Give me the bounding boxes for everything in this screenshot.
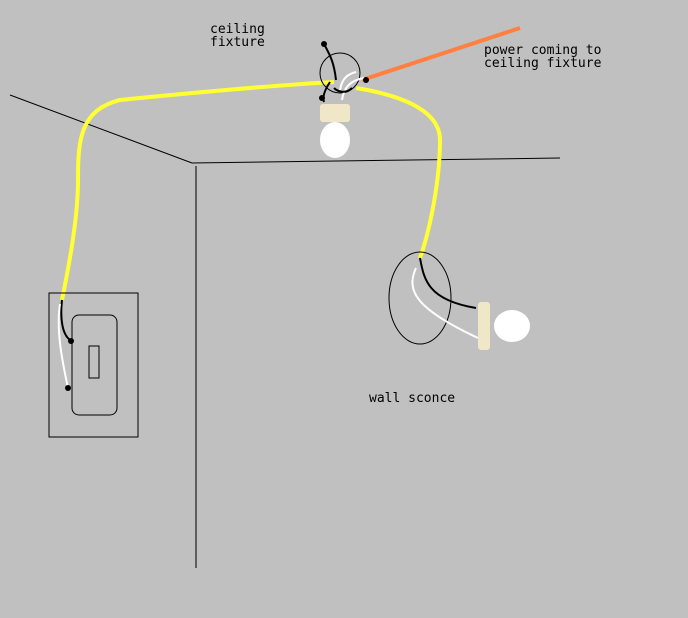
switch-box (48, 292, 139, 438)
switch-plate (71, 314, 118, 416)
ceiling-back-edge (191, 157, 561, 164)
wall-sconce-fixture (388, 251, 530, 350)
power-cable (361, 26, 521, 82)
wall-sconce-label: wall sconce (369, 391, 456, 406)
ceiling-white-wire-2 (341, 77, 365, 101)
ceiling-socket (320, 104, 350, 122)
switch-box-outline (48, 292, 139, 438)
switch-terminal-bottom (65, 385, 71, 391)
room-walls (9, 94, 561, 568)
sconce-box-outline (388, 251, 452, 345)
sconce-bulb (494, 310, 530, 342)
ceiling-fixture-label-line1: ceiling (210, 22, 265, 37)
wire-nut-top (321, 41, 327, 47)
sconce-socket (478, 302, 490, 350)
power-label-line2: ceiling fixture (484, 56, 602, 71)
sconce-black-wire (419, 257, 477, 309)
ceiling-white-wire (339, 71, 357, 91)
ceiling-junction-box (319, 41, 369, 103)
ceiling-light-fixture (320, 104, 350, 158)
ceiling-fixture-label-line2: fixture (210, 35, 265, 50)
power-label-line1: power coming to (484, 43, 602, 58)
switch-loop-wire (60, 80, 335, 301)
wire-nut-right (363, 77, 369, 83)
ceiling-box-outline (319, 52, 361, 94)
wire-nut-left (319, 95, 325, 101)
ceiling-black-wire (323, 43, 337, 81)
switch-toggle (88, 345, 100, 379)
sconce-feed-wire (355, 86, 443, 259)
switch-black-wire (60, 299, 71, 341)
ceiling-wire-nut-lead (333, 87, 353, 93)
sconce-white-wire (411, 267, 479, 339)
switch-white-wire (57, 303, 69, 389)
switch-terminal-top (68, 338, 74, 344)
ceiling-left-edge (9, 94, 193, 164)
ceiling-bulb (320, 122, 350, 158)
